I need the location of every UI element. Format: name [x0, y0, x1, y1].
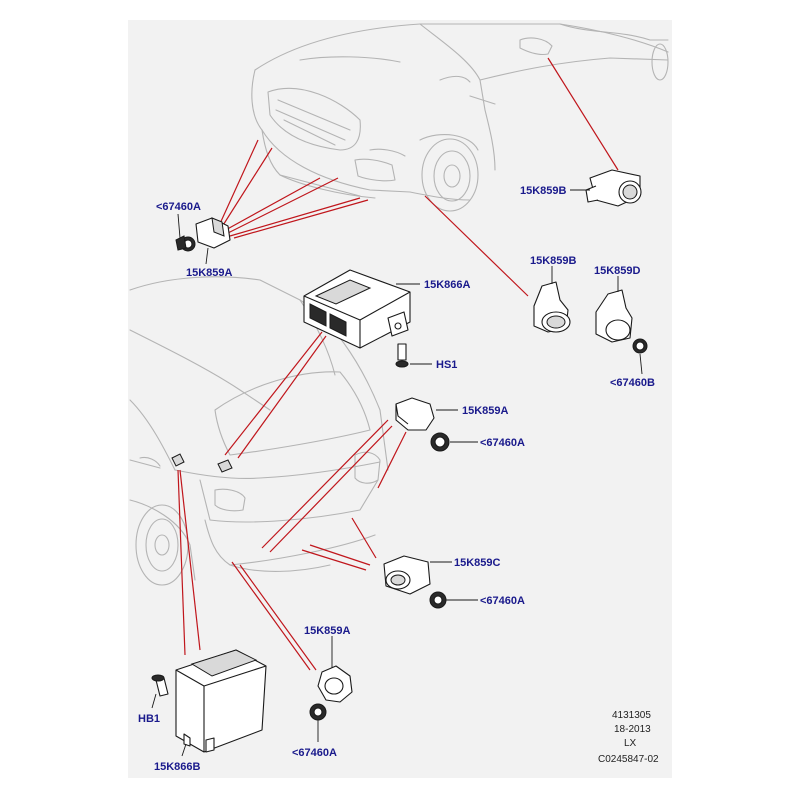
rear-tab-a-lower[interactable] [309, 703, 327, 721]
label-rear-sensor-c: 15K859C [454, 557, 501, 569]
label-mirror-sensor: 15K859B [520, 185, 567, 197]
label-module-upper: 15K866A [424, 279, 471, 291]
label-front-tab-b: <67460B [610, 377, 655, 389]
leader-lines [151, 189, 643, 757]
label-front-sensor-d: 15K859D [594, 265, 641, 277]
parking-aid-module-lower[interactable] [175, 649, 267, 753]
rear-tab-a[interactable] [430, 432, 450, 452]
diagram-reference-info: 4131305 18-2013 LX C0245847-02 [598, 710, 659, 765]
callout-lines [177, 57, 619, 671]
screw-lower[interactable] [151, 674, 169, 697]
parking-aid-module-upper[interactable] [303, 269, 411, 349]
mirror-sensor[interactable] [585, 169, 642, 207]
front-left-retaining-tab[interactable] [175, 235, 187, 251]
rear-sensor-a[interactable] [395, 397, 435, 431]
front-sensor-d[interactable] [595, 289, 648, 354]
label-front-tab-left: <67460A [156, 201, 201, 213]
footer-line-1: 4131305 [612, 710, 651, 721]
label-rear-tab-c: <67460A [480, 595, 525, 607]
label-rear-tab-a-lower: <67460A [292, 747, 337, 759]
label-rear-sensor-a: 15K859A [462, 405, 509, 417]
label-module-lower: 15K866B [154, 761, 201, 773]
footer-line-4: C0245847-02 [598, 754, 659, 765]
diagram-panel [128, 20, 672, 778]
rear-clip-right[interactable] [217, 459, 233, 473]
front-vehicle-illustration [251, 23, 669, 212]
label-rear-tab-a: <67460A [480, 437, 525, 449]
front-left-sensor[interactable] [180, 217, 231, 252]
footer-line-2: 18-2013 [614, 724, 651, 735]
callout-labels: <67460A 15K859A 15K859B 15K859B 15K859D … [138, 185, 655, 773]
rear-clip-left[interactable] [171, 453, 185, 467]
label-front-sensor-b: 15K859B [530, 255, 577, 267]
rear-sensor-a-lower[interactable] [317, 665, 353, 703]
footer-line-3: LX [624, 738, 637, 749]
rear-sensor-c[interactable] [383, 555, 431, 595]
label-screw-upper: HS1 [436, 359, 457, 371]
rear-tab-c[interactable] [429, 591, 447, 609]
label-rear-sensor-a-lower: 15K859A [304, 625, 351, 637]
screw-upper[interactable] [395, 343, 409, 368]
label-front-sensor-left: 15K859A [186, 267, 233, 279]
label-screw-lower: HB1 [138, 713, 160, 725]
front-sensor-b[interactable] [533, 281, 571, 333]
